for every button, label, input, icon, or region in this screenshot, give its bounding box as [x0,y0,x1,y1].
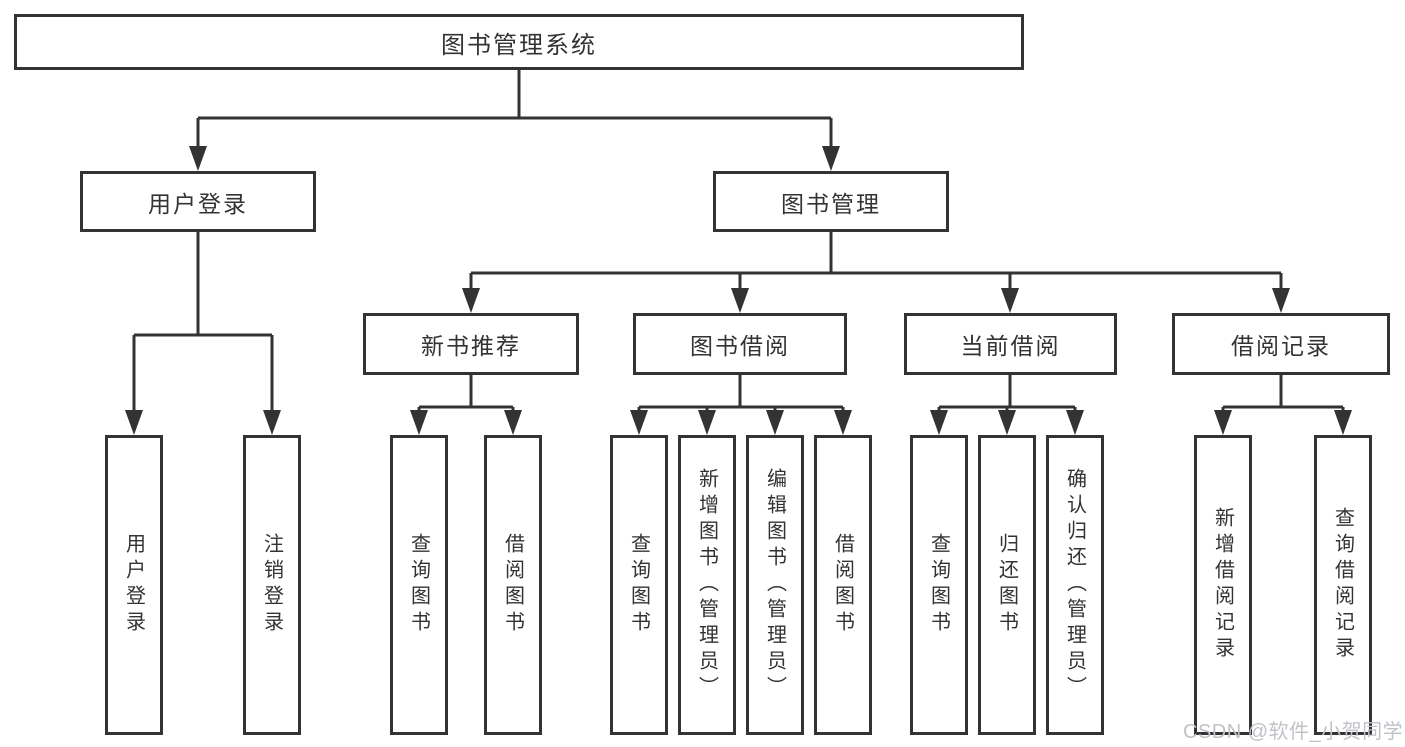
leaf-confirm-return-admin: 确认归还（管理员） [1046,435,1104,735]
leaf-edit-books-admin: 编辑图书（管理员） [746,435,804,735]
leaf-add-books-admin: 新增图书（管理员） [678,435,736,735]
watermark: CSDN @软件_小贺同学 [1183,721,1404,743]
leaf-borrow-books-2: 借阅图书 [814,435,872,735]
leaf-user-login: 用户登录 [105,435,163,735]
node-book-management: 图书管理 [713,171,949,232]
node-borrow-records: 借阅记录 [1172,313,1390,375]
leaf-return-books: 归还图书 [978,435,1036,735]
connector-new-books-to-leaves [410,375,522,435]
connector-book-management-to-sections [462,232,1290,313]
node-user-login: 用户登录 [80,171,316,232]
connector-borrow-records-to-leaves [1214,375,1352,435]
connector-user-login-to-leaves [125,232,281,435]
connector-current-borrow-to-leaves [930,375,1084,435]
node-root-library-system: 图书管理系统 [14,14,1024,70]
node-book-borrow: 图书借阅 [633,313,847,375]
node-new-book-recommend: 新书推荐 [363,313,579,375]
leaf-borrow-books-1: 借阅图书 [484,435,542,735]
leaf-query-borrow-record: 查询借阅记录 [1314,435,1372,735]
leaf-add-borrow-record: 新增借阅记录 [1194,435,1252,735]
leaf-query-books-1: 查询图书 [390,435,448,735]
leaf-query-books-2: 查询图书 [610,435,668,735]
node-current-borrow: 当前借阅 [904,313,1117,375]
leaf-logout: 注销登录 [243,435,301,735]
connector-book-borrow-to-leaves [630,375,852,435]
leaf-query-books-3: 查询图书 [910,435,968,735]
connector-root-to-branches [189,70,840,171]
